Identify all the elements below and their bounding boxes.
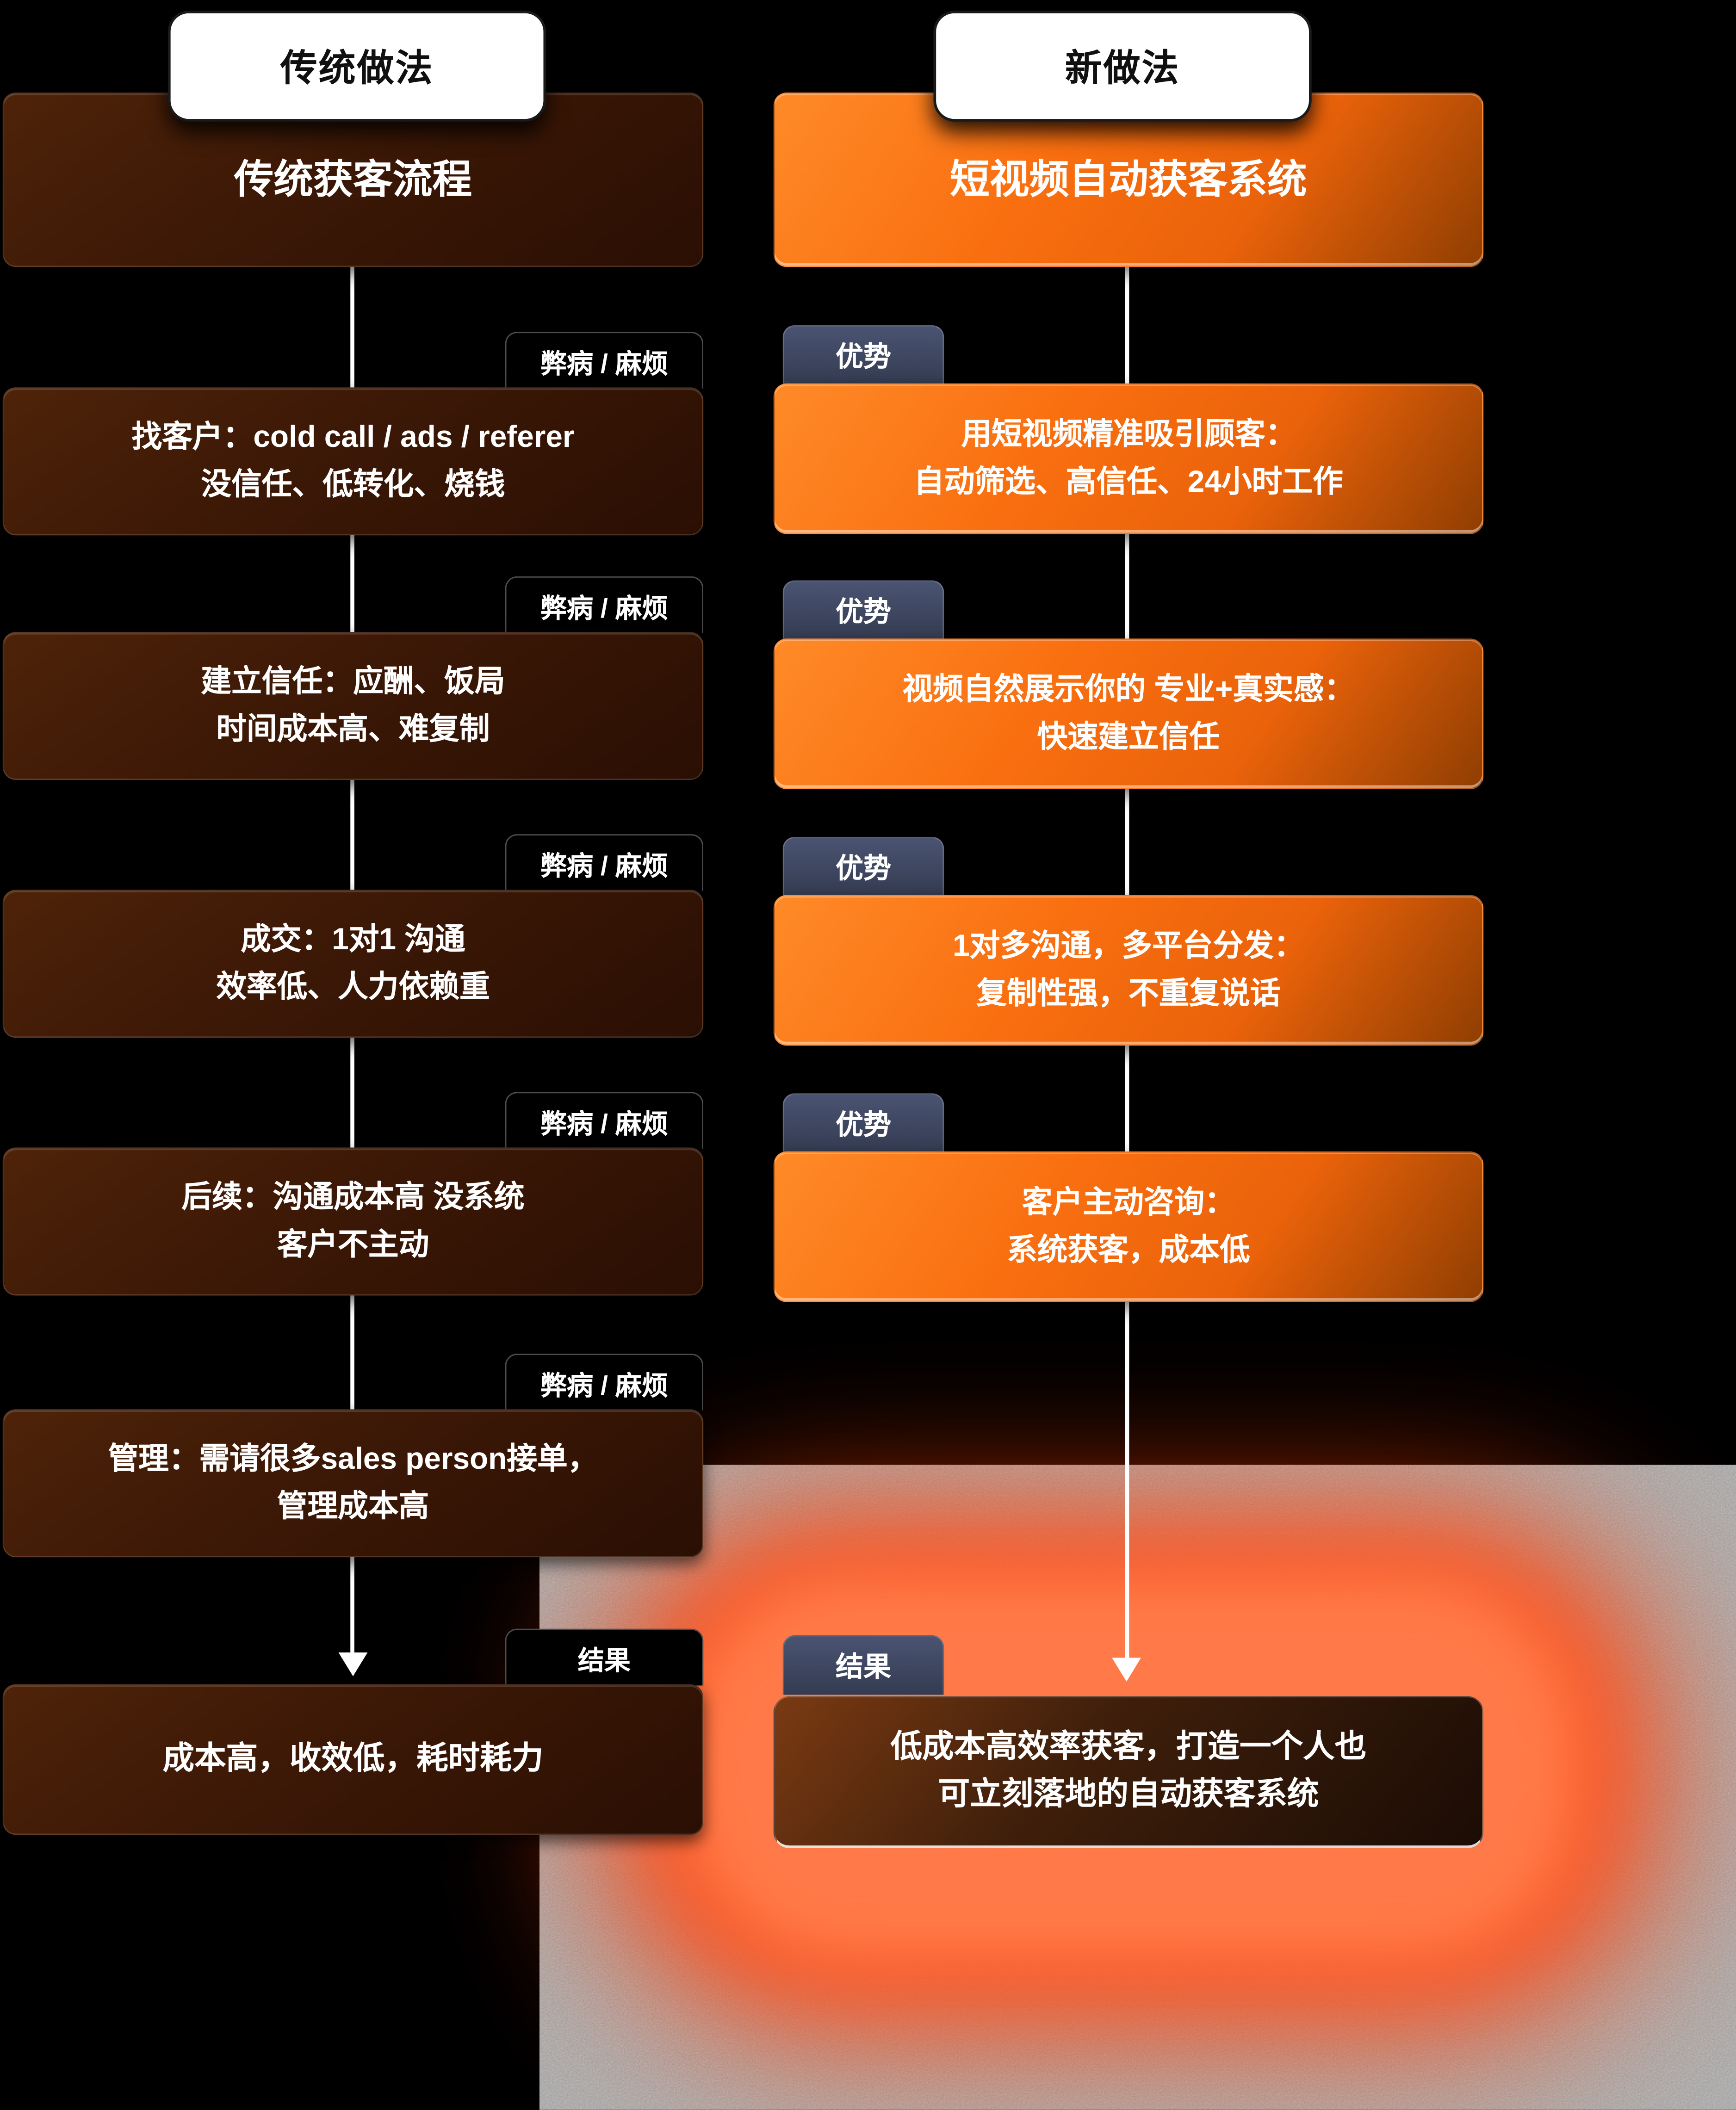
step-text-line1: 视频自然展示你的 专业+真实感：: [902, 672, 1355, 706]
step-text-line2: 系统获客，成本低: [1007, 1232, 1250, 1267]
step-text-line2: 复制性强，不重复说话: [976, 975, 1281, 1010]
modern-step-box: 视频自然展示你的 专业+真实感： 快速建立信任: [773, 638, 1484, 789]
drawback-badge: 弊病 / 麻烦: [505, 1354, 704, 1411]
drawback-badge-label: 弊病 / 麻烦: [540, 594, 669, 624]
traditional-step-box: 成交：1对1 沟通 效率低、人力依赖重: [2, 890, 704, 1038]
drawback-badge-label: 弊病 / 麻烦: [540, 852, 669, 881]
advantage-badge-label: 优势: [836, 1110, 892, 1141]
step-text-line1: 找客户：cold call / ads / referer: [131, 419, 575, 454]
result-badge-label: 结果: [577, 1646, 631, 1676]
drawback-badge: 弊病 / 麻烦: [505, 332, 704, 389]
traditional-step-box: 找客户：cold call / ads / referer 没信任、低转化、烧钱: [2, 387, 704, 536]
traditional-step-box: 后续：沟通成本高 没系统 客户不主动: [2, 1147, 704, 1296]
step-text-line1: 客户主动咨询：: [1022, 1185, 1235, 1219]
drawback-badge: 弊病 / 麻烦: [505, 576, 704, 633]
traditional-step-box: 建立信任：应酬、饭局 时间成本高、难复制: [2, 631, 704, 780]
step-text-line2: 自动筛选、高信任、24小时工作: [914, 464, 1343, 499]
step-text-line2: 客户不主动: [277, 1226, 429, 1262]
drawback-badge-label: 弊病 / 麻烦: [540, 1371, 669, 1401]
advantage-badge: 优势: [782, 325, 944, 385]
step-text-line2: 效率低、人力依赖重: [216, 969, 490, 1003]
modern-result-line1: 低成本高效率获客，打造一个人也: [890, 1729, 1367, 1765]
drawback-badge-label: 弊病 / 麻烦: [540, 349, 669, 379]
traditional-title: 传统获客流程: [234, 158, 472, 202]
modern-title: 短视频自动获客系统: [950, 158, 1307, 202]
traditional-tab: 传统做法: [167, 10, 546, 122]
traditional-result-box: 成本高，收效低，耗时耗力: [2, 1684, 704, 1835]
modern-result-badge: 结果: [782, 1635, 944, 1695]
traditional-result-badge: 结果: [505, 1628, 704, 1686]
step-text-line1: 后续：沟通成本高 没系统: [181, 1180, 525, 1214]
drawback-badge: 弊病 / 麻烦: [505, 834, 704, 891]
modern-result-line2: 可立刻落地的自动获客系统: [938, 1776, 1319, 1813]
traditional-arrow-down-icon: [338, 1652, 368, 1677]
step-text-line1: 1对多沟通，多平台分发：: [953, 928, 1304, 963]
modern-tab-label: 新做法: [1065, 47, 1180, 89]
modern-step-box: 客户主动咨询： 系统获客，成本低: [773, 1151, 1484, 1302]
advantage-badge: 优势: [782, 1093, 944, 1153]
result-badge-label: 结果: [836, 1652, 892, 1683]
step-text-line2: 没信任、低转化、烧钱: [201, 466, 505, 501]
modern-result-box: 低成本高效率获客，打造一个人也 可立刻落地的自动获客系统: [773, 1696, 1484, 1848]
step-text-line1: 管理：需请很多sales person接单，: [108, 1441, 598, 1476]
advantage-badge: 优势: [782, 580, 944, 640]
traditional-result-text: 成本高，收效低，耗时耗力: [162, 1741, 544, 1777]
drawback-badge: 弊病 / 麻烦: [505, 1092, 704, 1149]
advantage-badge-label: 优势: [836, 342, 892, 373]
traditional-step-box: 管理：需请很多sales person接单， 管理成本高: [2, 1409, 704, 1558]
step-text-line1: 成交：1对1 沟通: [241, 922, 465, 957]
modern-tab: 新做法: [933, 10, 1312, 122]
advantage-badge-label: 优势: [836, 597, 892, 628]
modern-step-box: 用短视频精准吸引顾客： 自动筛选、高信任、24小时工作: [773, 383, 1484, 534]
step-text-line2: 管理成本高: [277, 1488, 429, 1523]
modern-arrow-down-icon: [1112, 1658, 1141, 1682]
step-text-line1: 建立信任：应酬、饭局: [201, 664, 505, 699]
traditional-tab-label: 传统做法: [280, 47, 434, 89]
advantage-badge: 优势: [782, 836, 944, 897]
modern-step-box: 1对多沟通，多平台分发： 复制性强，不重复说话: [773, 895, 1484, 1046]
step-text-line1: 用短视频精准吸引顾客：: [961, 417, 1296, 452]
step-text-line2: 快速建立信任: [1037, 719, 1220, 754]
advantage-badge-label: 优势: [836, 854, 892, 885]
drawback-badge-label: 弊病 / 麻烦: [540, 1109, 669, 1139]
step-text-line2: 时间成本高、难复制: [216, 711, 490, 746]
